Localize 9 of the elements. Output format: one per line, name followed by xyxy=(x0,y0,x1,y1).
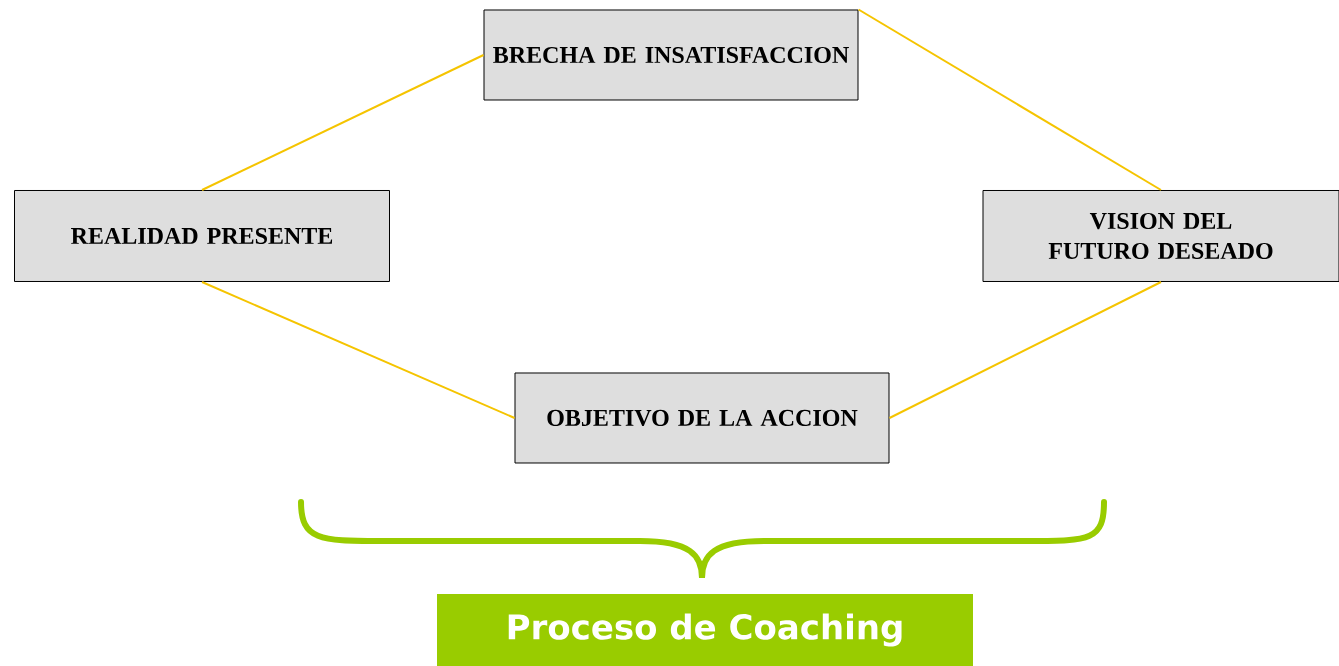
title-banner: Proceso de Coaching xyxy=(437,594,973,666)
concept-box: BRECHA DE INSATISFACCION xyxy=(483,9,859,101)
connector-line xyxy=(201,54,485,191)
connector-line xyxy=(857,8,1162,191)
connector-line xyxy=(888,281,1162,419)
concept-box: REALIDAD PRESENTE xyxy=(14,190,390,282)
connector-line xyxy=(201,281,516,419)
concept-box: OBJETIVO DE LA ACCION xyxy=(514,372,890,464)
concept-box: VISION DEL FUTURO DESEADO xyxy=(982,190,1339,282)
